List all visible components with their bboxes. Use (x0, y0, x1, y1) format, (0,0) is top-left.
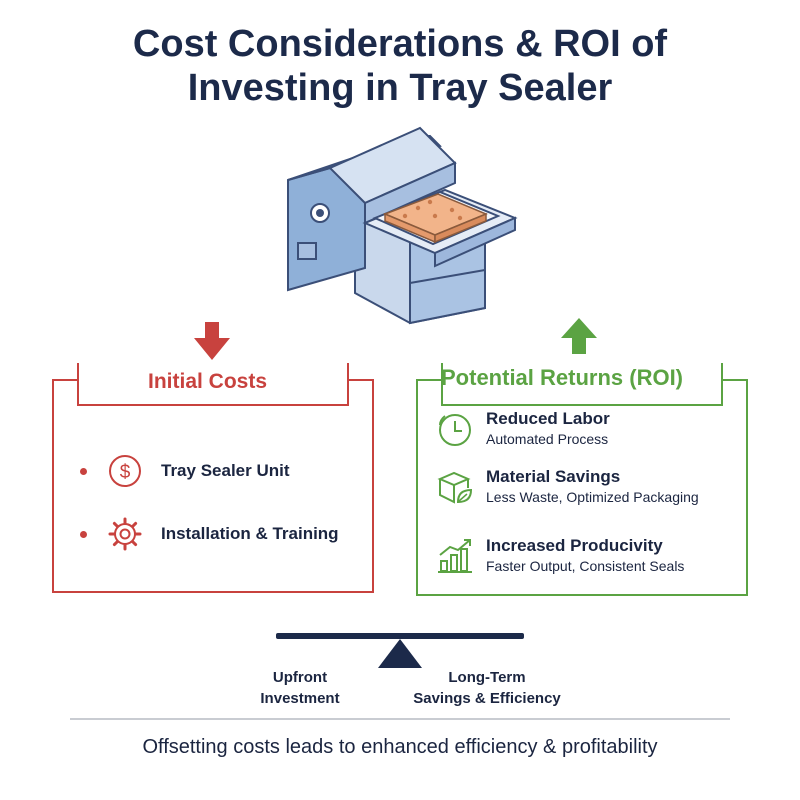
cost-item-installation: Installation & Training (80, 514, 339, 554)
clock-icon (439, 414, 471, 446)
return-item-productivity: Increased Producivity Faster Output, Con… (436, 535, 684, 576)
balance-scale-icon (276, 633, 524, 668)
arrow-down-icon (194, 322, 230, 360)
upfront-investment-label: Upfront Investment (230, 667, 370, 709)
initial-costs-panel (52, 380, 374, 593)
cost-item-label: Tray Sealer Unit (161, 461, 290, 480)
cost-item-label: Installation & Training (161, 524, 339, 543)
box-leaf-icon (437, 471, 473, 504)
title-line-1: Cost Considerations & ROI of (132, 23, 668, 65)
return-item-heading: Increased Producivity (486, 536, 663, 555)
return-item-heading: Material Savings (486, 467, 621, 486)
long-term-savings-label: Long-Term Savings & Efficiency (400, 667, 574, 709)
long-term-label-line-2: Savings & Efficiency (413, 690, 561, 707)
return-item-subtitle: Less Waste, Optimized Packaging (486, 489, 699, 505)
title-line-2: Investing in Tray Sealer (187, 67, 613, 109)
cost-item-tray-sealer: $ Tray Sealer Unit (80, 451, 290, 491)
upfront-label-line-2: Investment (260, 690, 340, 707)
svg-text:$: $ (120, 462, 131, 483)
bullet-dot (80, 467, 87, 475)
initial-costs-title: Initial Costs (148, 370, 268, 393)
return-item-subtitle: Faster Output, Consistent Seals (486, 558, 685, 574)
upfront-label-line-1: Upfront (272, 669, 328, 686)
dollar-icon: $ (109, 455, 141, 487)
page-title: Cost Considerations & ROI of Investing i… (0, 22, 800, 110)
divider (70, 718, 730, 720)
returns-title: Potential Returns (ROI) (441, 365, 684, 390)
return-item-subtitle: Automated Process (486, 431, 609, 447)
growth-chart-icon (438, 539, 472, 573)
return-item-material: Material Savings Less Waste, Optimized P… (436, 466, 699, 507)
returns-panel (416, 380, 748, 596)
return-item-heading: Reduced Labor (486, 409, 610, 428)
bullet-dot (80, 530, 87, 538)
arrow-up-icon (561, 318, 597, 354)
footer-caption: Offsetting costs leads to enhanced effic… (142, 736, 658, 758)
gear-icon (108, 517, 142, 551)
long-term-label-line-1: Long-Term (448, 669, 526, 686)
return-item-labor: Reduced Labor Automated Process (436, 408, 610, 449)
tray-sealer-illustration (287, 126, 518, 325)
